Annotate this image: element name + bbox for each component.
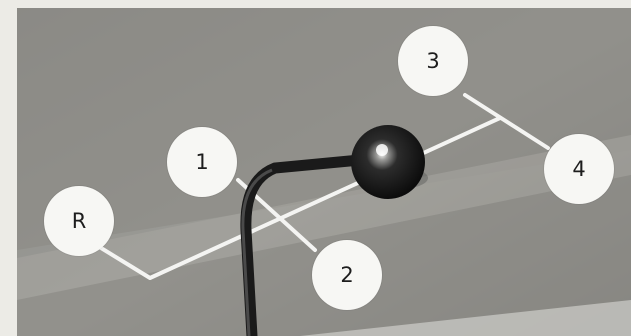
floor-highlight (300, 300, 631, 336)
gear-reverse-label: R (44, 186, 114, 256)
shift-lever-highlight (241, 168, 273, 336)
gear-second-label: 2 (312, 240, 382, 310)
panel-edge (17, 135, 631, 300)
upper-panel (17, 8, 631, 250)
gear-fourth-label: 4 (544, 134, 614, 204)
shift-lever-stalk (240, 154, 366, 336)
shift-knob (351, 125, 425, 199)
gear-first-label: 1 (167, 127, 237, 197)
gear-third-label: 3 (398, 26, 468, 96)
knob-highlight (376, 144, 388, 156)
